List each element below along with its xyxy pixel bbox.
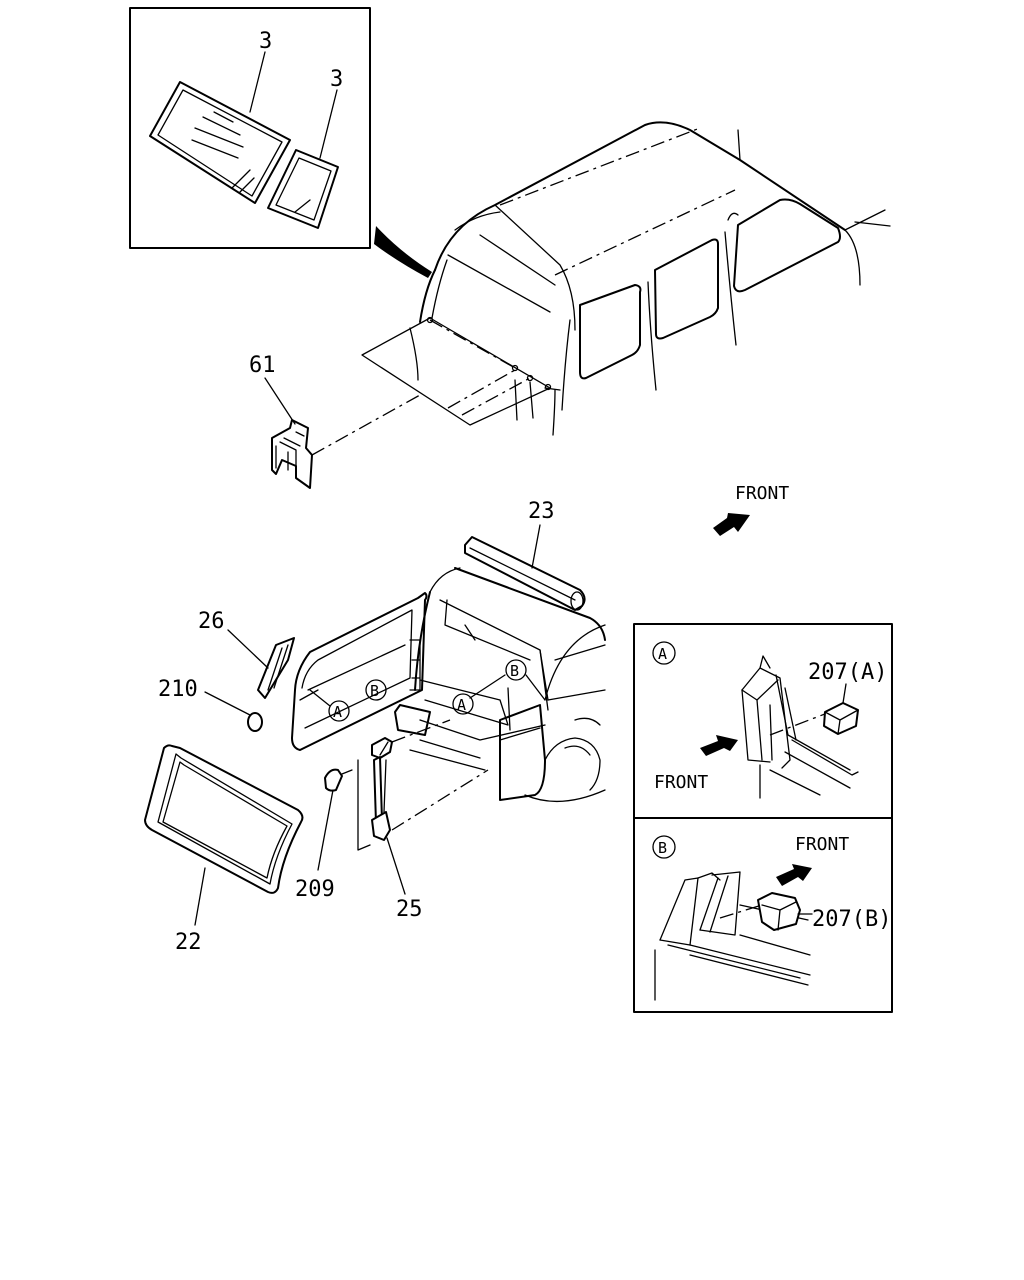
pointer-arrow-icon bbox=[374, 226, 432, 278]
label-25: 25 bbox=[396, 897, 423, 922]
callout-b-body: B bbox=[510, 662, 519, 680]
front-label-a: FRONT bbox=[654, 772, 708, 793]
label-210: 210 bbox=[158, 677, 198, 702]
label-3-large-glass: 3 bbox=[259, 29, 272, 54]
front-label-main: FRONT bbox=[735, 483, 789, 504]
detail-a-label: A bbox=[658, 645, 667, 663]
inset-glass-panels: 3 3 bbox=[129, 7, 371, 249]
label-23: 23 bbox=[528, 499, 555, 524]
part-61-bracket: 61 bbox=[249, 353, 421, 489]
front-arrow-icon-b bbox=[776, 864, 812, 886]
label-3-small-glass: 3 bbox=[330, 67, 343, 92]
front-label-b: FRONT bbox=[795, 834, 849, 855]
label-207a: 207(A) bbox=[808, 660, 887, 685]
label-61: 61 bbox=[249, 353, 276, 378]
label-207b: 207(B) bbox=[812, 907, 891, 932]
front-arrow-icon-a bbox=[700, 735, 738, 756]
detail-b-label: B bbox=[658, 839, 667, 857]
vehicle-lower-body: 23 A B bbox=[144, 499, 606, 955]
detail-b-panel: B FRONT 207(B) bbox=[633, 817, 893, 1013]
front-arrow-icon bbox=[713, 513, 750, 536]
detail-a-panel: A 207(A) FRONT bbox=[633, 623, 893, 819]
callout-a-door: A bbox=[333, 703, 342, 721]
label-26: 26 bbox=[198, 609, 225, 634]
label-209: 209 bbox=[295, 877, 335, 902]
label-22: 22 bbox=[175, 930, 202, 955]
callout-b-door: B bbox=[370, 682, 379, 700]
vehicle-upper-body bbox=[361, 121, 891, 436]
front-indicator-main: FRONT bbox=[713, 483, 789, 536]
callout-a-body: A bbox=[457, 696, 466, 714]
